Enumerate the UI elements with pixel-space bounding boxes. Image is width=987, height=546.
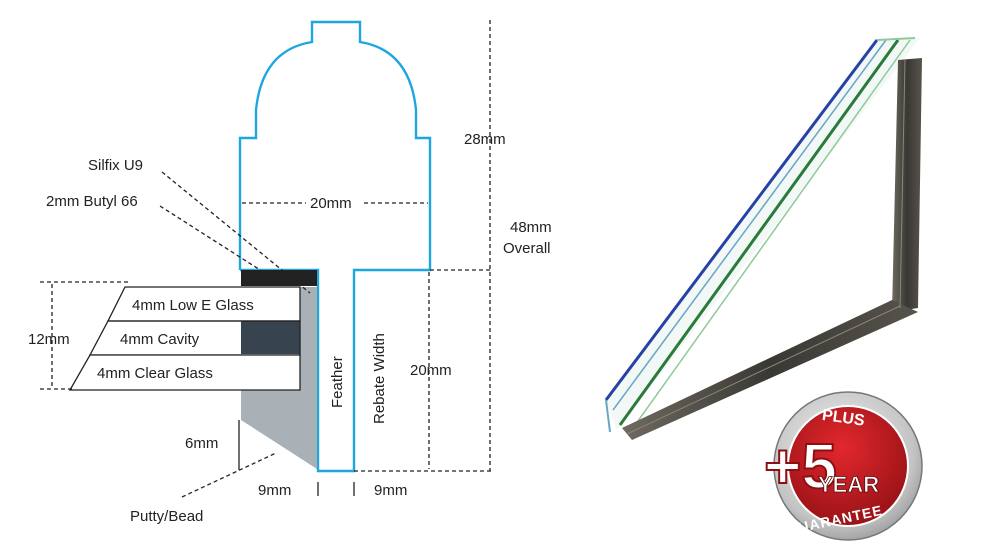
glass-unit-illustration [604,37,922,440]
guarantee-badge: PLUS +5 YEAR GUARANTEE [763,391,923,541]
putty-bead [241,287,317,469]
badge-plus-text: PLUS [821,407,866,430]
butyl-label: 2mm Butyl 66 [46,193,138,210]
dim-12mm-label: 12mm [28,331,70,348]
cavity-label: 4mm Cavity [120,331,200,348]
dim-28mm-label: 28mm [464,131,506,148]
butyl-leader [159,205,269,276]
dim-9mm-left-label: 9mm [258,482,291,499]
dim-20mm-vertical-label: 20mm [410,362,452,379]
clear-glass-box [68,354,301,391]
cavity-fill [241,321,300,354]
butyl-strip [241,270,317,286]
silfix-leader [161,171,311,294]
putty-bead-label: Putty/Bead [130,508,203,525]
badge-number-text: +5 [764,430,837,502]
dim-6mm-label: 6mm [185,435,218,452]
dim-20mm-horizontal-label: 20mm [310,195,352,212]
putty-leader [181,452,277,498]
dim-48mm-label: 48mm [510,219,552,236]
rebate-width-label: Rebate Width [371,333,388,424]
feather-label: Feather [329,356,346,408]
low-e-glass-label: 4mm Low E Glass [132,297,254,314]
dim-overall-label: Overall [503,240,551,257]
silfix-label: Silfix U9 [88,157,143,174]
badge-year-text: YEAR [818,472,879,497]
clear-glass-label: 4mm Clear Glass [97,365,213,382]
frame-profile-outline [238,20,432,473]
dim-9mm-right-label: 9mm [374,482,407,499]
